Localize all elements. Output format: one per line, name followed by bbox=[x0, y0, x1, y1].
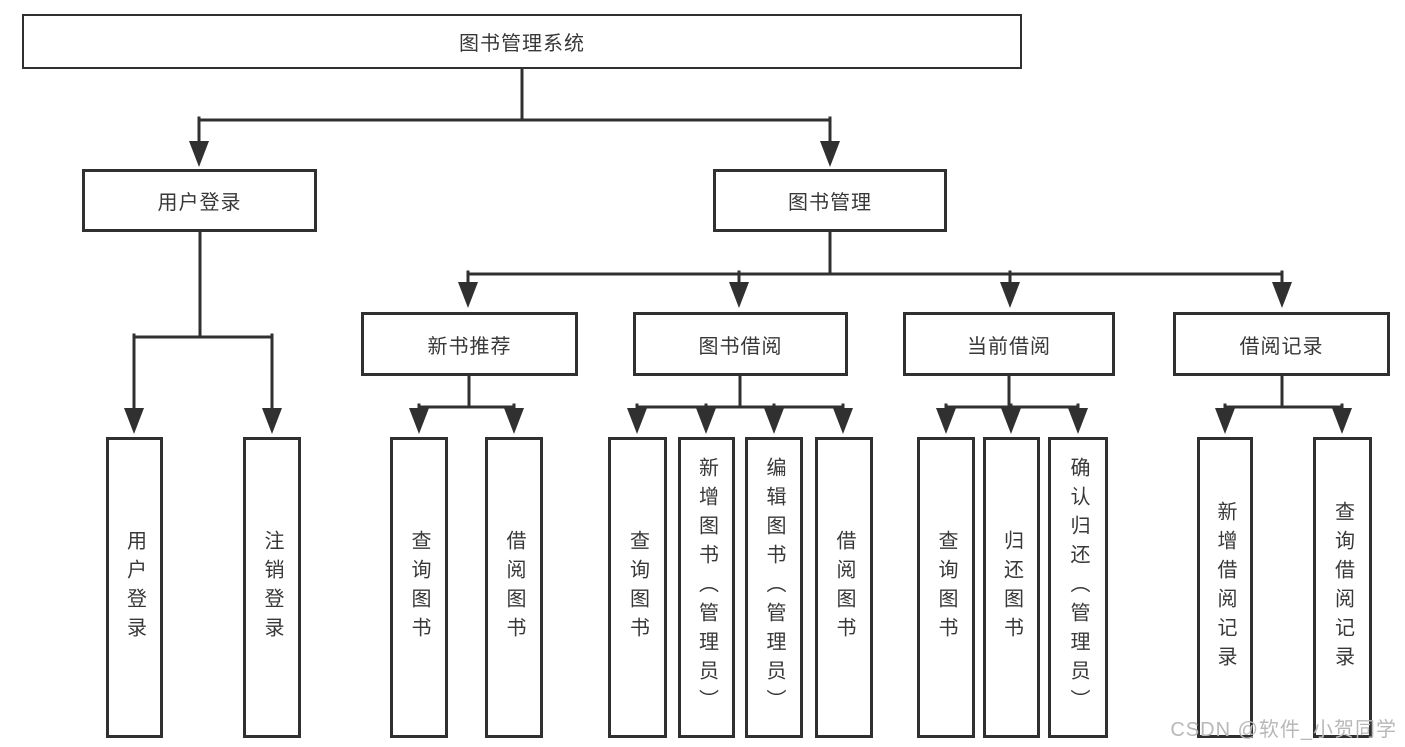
node-confirm-return-admin: 确认归还（管理员） bbox=[1048, 437, 1108, 738]
node-book-management: 图书管理 bbox=[713, 169, 947, 232]
node-query-books-current: 查询图书 bbox=[917, 437, 975, 738]
node-new-book-recommend: 新书推荐 bbox=[361, 312, 578, 376]
node-query-books-recommend: 查询图书 bbox=[390, 437, 448, 738]
node-add-books-admin: 新增图书（管理员） bbox=[678, 437, 735, 738]
csdn-watermark: CSDN @软件_小贺同学 bbox=[1170, 719, 1397, 741]
node-return-books: 归还图书 bbox=[983, 437, 1040, 738]
arrowheads bbox=[124, 141, 1352, 434]
node-add-borrow-record: 新增借阅记录 bbox=[1197, 437, 1253, 738]
node-borrow-books-borrow: 借阅图书 bbox=[815, 437, 873, 738]
node-current-borrowing: 当前借阅 bbox=[903, 312, 1115, 376]
node-query-books-borrow: 查询图书 bbox=[608, 437, 667, 738]
node-logout: 注销登录 bbox=[243, 437, 301, 738]
node-edit-books-admin: 编辑图书（管理员） bbox=[745, 437, 803, 738]
node-book-borrowing: 图书借阅 bbox=[633, 312, 848, 376]
node-query-borrow-record: 查询借阅记录 bbox=[1313, 437, 1372, 738]
node-user-login-leaf: 用户登录 bbox=[106, 437, 163, 738]
node-user-login: 用户登录 bbox=[82, 169, 317, 232]
node-library-management-system: 图书管理系统 bbox=[22, 14, 1022, 69]
node-borrow-books-recommend: 借阅图书 bbox=[485, 437, 543, 738]
node-borrow-records: 借阅记录 bbox=[1173, 312, 1390, 376]
